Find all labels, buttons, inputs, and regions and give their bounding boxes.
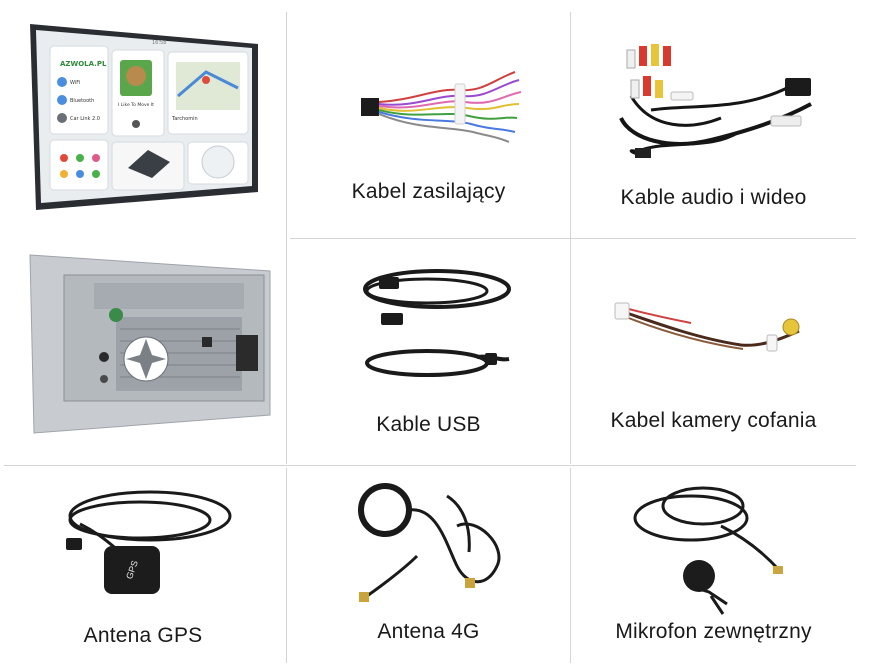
- item-head-unit-back: [0, 239, 286, 465]
- head-unit-front-image: AZWOLA.PL WiFi Bluetooth Car Link 2.0 I …: [30, 24, 258, 210]
- screen-brand-text: AZWOLA.PL: [60, 60, 107, 68]
- usb-cables-image: [363, 269, 511, 377]
- screen-bluetooth-text: Bluetooth: [70, 98, 94, 104]
- screen-wifi-text: WiFi: [70, 80, 80, 86]
- microphone-image: [633, 486, 783, 615]
- power-cable-caption: Kabel zasilający: [351, 180, 506, 203]
- usb-cables-caption: Kable USB: [376, 413, 481, 436]
- gps-antenna-caption: Antena GPS: [83, 624, 203, 647]
- item-microphone: Mikrofon zewnętrzny: [571, 466, 856, 670]
- screen-song-text: I Like To Move It: [118, 102, 154, 108]
- head-unit-back-image: [29, 254, 271, 434]
- grid-divider-horizontal-1: [290, 238, 856, 239]
- reverse-camera-caption: Kabel kamery cofania: [610, 409, 817, 432]
- reverse-camera-cable-image: [614, 302, 800, 352]
- screen-map-text: Tarchomin: [171, 116, 198, 122]
- grid-divider-vertical-1: [286, 12, 287, 464]
- power-cable-image: [361, 71, 522, 143]
- av-cables-caption: Kable audio i wideo: [620, 186, 807, 209]
- item-usb-cables: Kable USB: [287, 239, 570, 465]
- microphone-caption: Mikrofon zewnętrzny: [615, 620, 812, 643]
- grid-divider-horizontal-2: [4, 465, 856, 466]
- gps-antenna-image: GPS: [66, 490, 232, 594]
- item-power-cable: Kabel zasilający: [287, 0, 570, 238]
- grid-divider-vertical-4: [570, 468, 571, 663]
- lte-antenna-caption: Antena 4G: [377, 620, 480, 643]
- item-gps-antenna: GPS Antena GPS: [0, 466, 286, 670]
- item-reverse-camera-cable: Kabel kamery cofania: [571, 239, 856, 465]
- item-av-cables: Kable audio i wideo: [571, 0, 856, 238]
- screen-carlink-text: Car Link 2.0: [70, 116, 100, 122]
- item-lte-antenna: Antena 4G: [287, 466, 570, 670]
- grid-divider-vertical-3: [286, 468, 287, 663]
- av-cables-image: [619, 44, 812, 158]
- lte-antenna-image: [358, 483, 501, 602]
- screen-clock-text: 16:58: [152, 40, 166, 46]
- item-head-unit-front: AZWOLA.PL WiFi Bluetooth Car Link 2.0 I …: [0, 0, 286, 238]
